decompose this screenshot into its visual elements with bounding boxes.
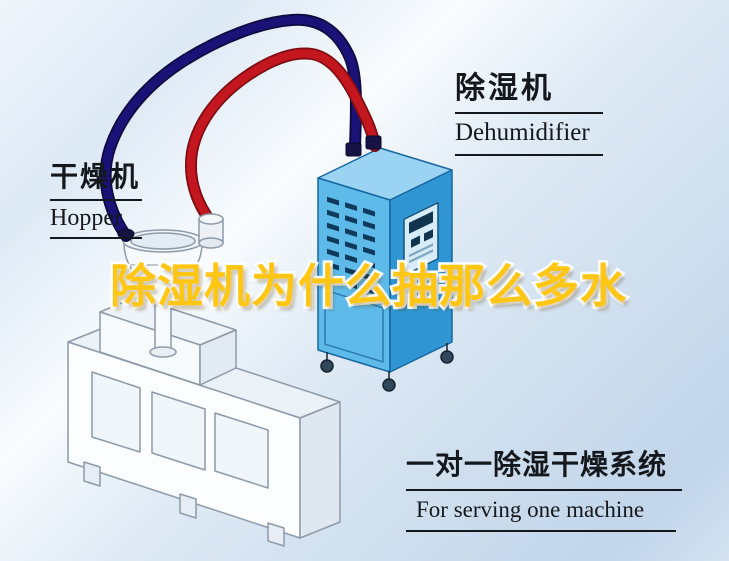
hopper-dryer	[122, 229, 204, 358]
extruder-foot	[83, 461, 101, 487]
hopper-label-zh: 干燥机	[50, 161, 141, 192]
return-air-pipe	[101, 15, 361, 241]
caster-wheel	[382, 378, 396, 392]
extruder-foot	[267, 522, 285, 547]
extruder-end	[299, 401, 341, 539]
label-underline	[455, 112, 603, 114]
panel-button	[424, 229, 433, 242]
extruder-panel	[91, 371, 141, 453]
hopper-neck-collar	[149, 346, 177, 358]
door-outline	[324, 289, 384, 363]
pipe-fittings	[117, 135, 382, 240]
headline-text: 除湿机为什么抽那么多水	[108, 258, 629, 315]
label-underline	[50, 198, 142, 201]
system-label-zh: 一对一除湿干燥系统	[406, 449, 668, 480]
dehumidifier-label: 除湿机 Dehumidifier	[455, 72, 603, 161]
hopper-blower-motor	[198, 213, 224, 249]
label-underline	[455, 153, 603, 156]
hopper-lid-inner	[130, 232, 196, 250]
caster-wheels	[320, 343, 454, 392]
extruder-panel	[214, 412, 269, 489]
control-panel	[403, 201, 439, 277]
vent-grid	[324, 196, 384, 363]
extruder-cabinet-side	[199, 329, 237, 386]
caster-wheel	[440, 350, 454, 364]
hopper-label: 干燥机 Hopper	[50, 161, 142, 243]
label-underline	[50, 237, 142, 240]
system-label-en: For serving one machine	[416, 496, 645, 522]
dehumidifier-machine	[317, 147, 454, 392]
extruder-machine	[67, 296, 341, 547]
panel-line	[409, 243, 433, 258]
dehumidifier-label-zh: 除湿机	[455, 72, 554, 105]
dehumidifier-pipe-fitting	[345, 142, 362, 157]
panel-button	[411, 235, 420, 248]
dehumidifier-pipe-fitting	[365, 135, 382, 150]
caster-wheel	[320, 359, 334, 373]
extruder-foot	[179, 493, 197, 519]
system-label: 一对一除湿干燥系统 For serving one machine	[406, 449, 682, 538]
dry-air-pipe	[186, 49, 380, 227]
dehumidifier-label-en: Dehumidifier	[455, 119, 590, 146]
extruder-panel	[151, 391, 206, 471]
panel-display	[409, 211, 433, 234]
label-underline	[406, 488, 682, 491]
panel-line	[409, 249, 433, 264]
label-underline	[406, 530, 676, 533]
hopper-label-en: Hopper	[50, 204, 122, 231]
